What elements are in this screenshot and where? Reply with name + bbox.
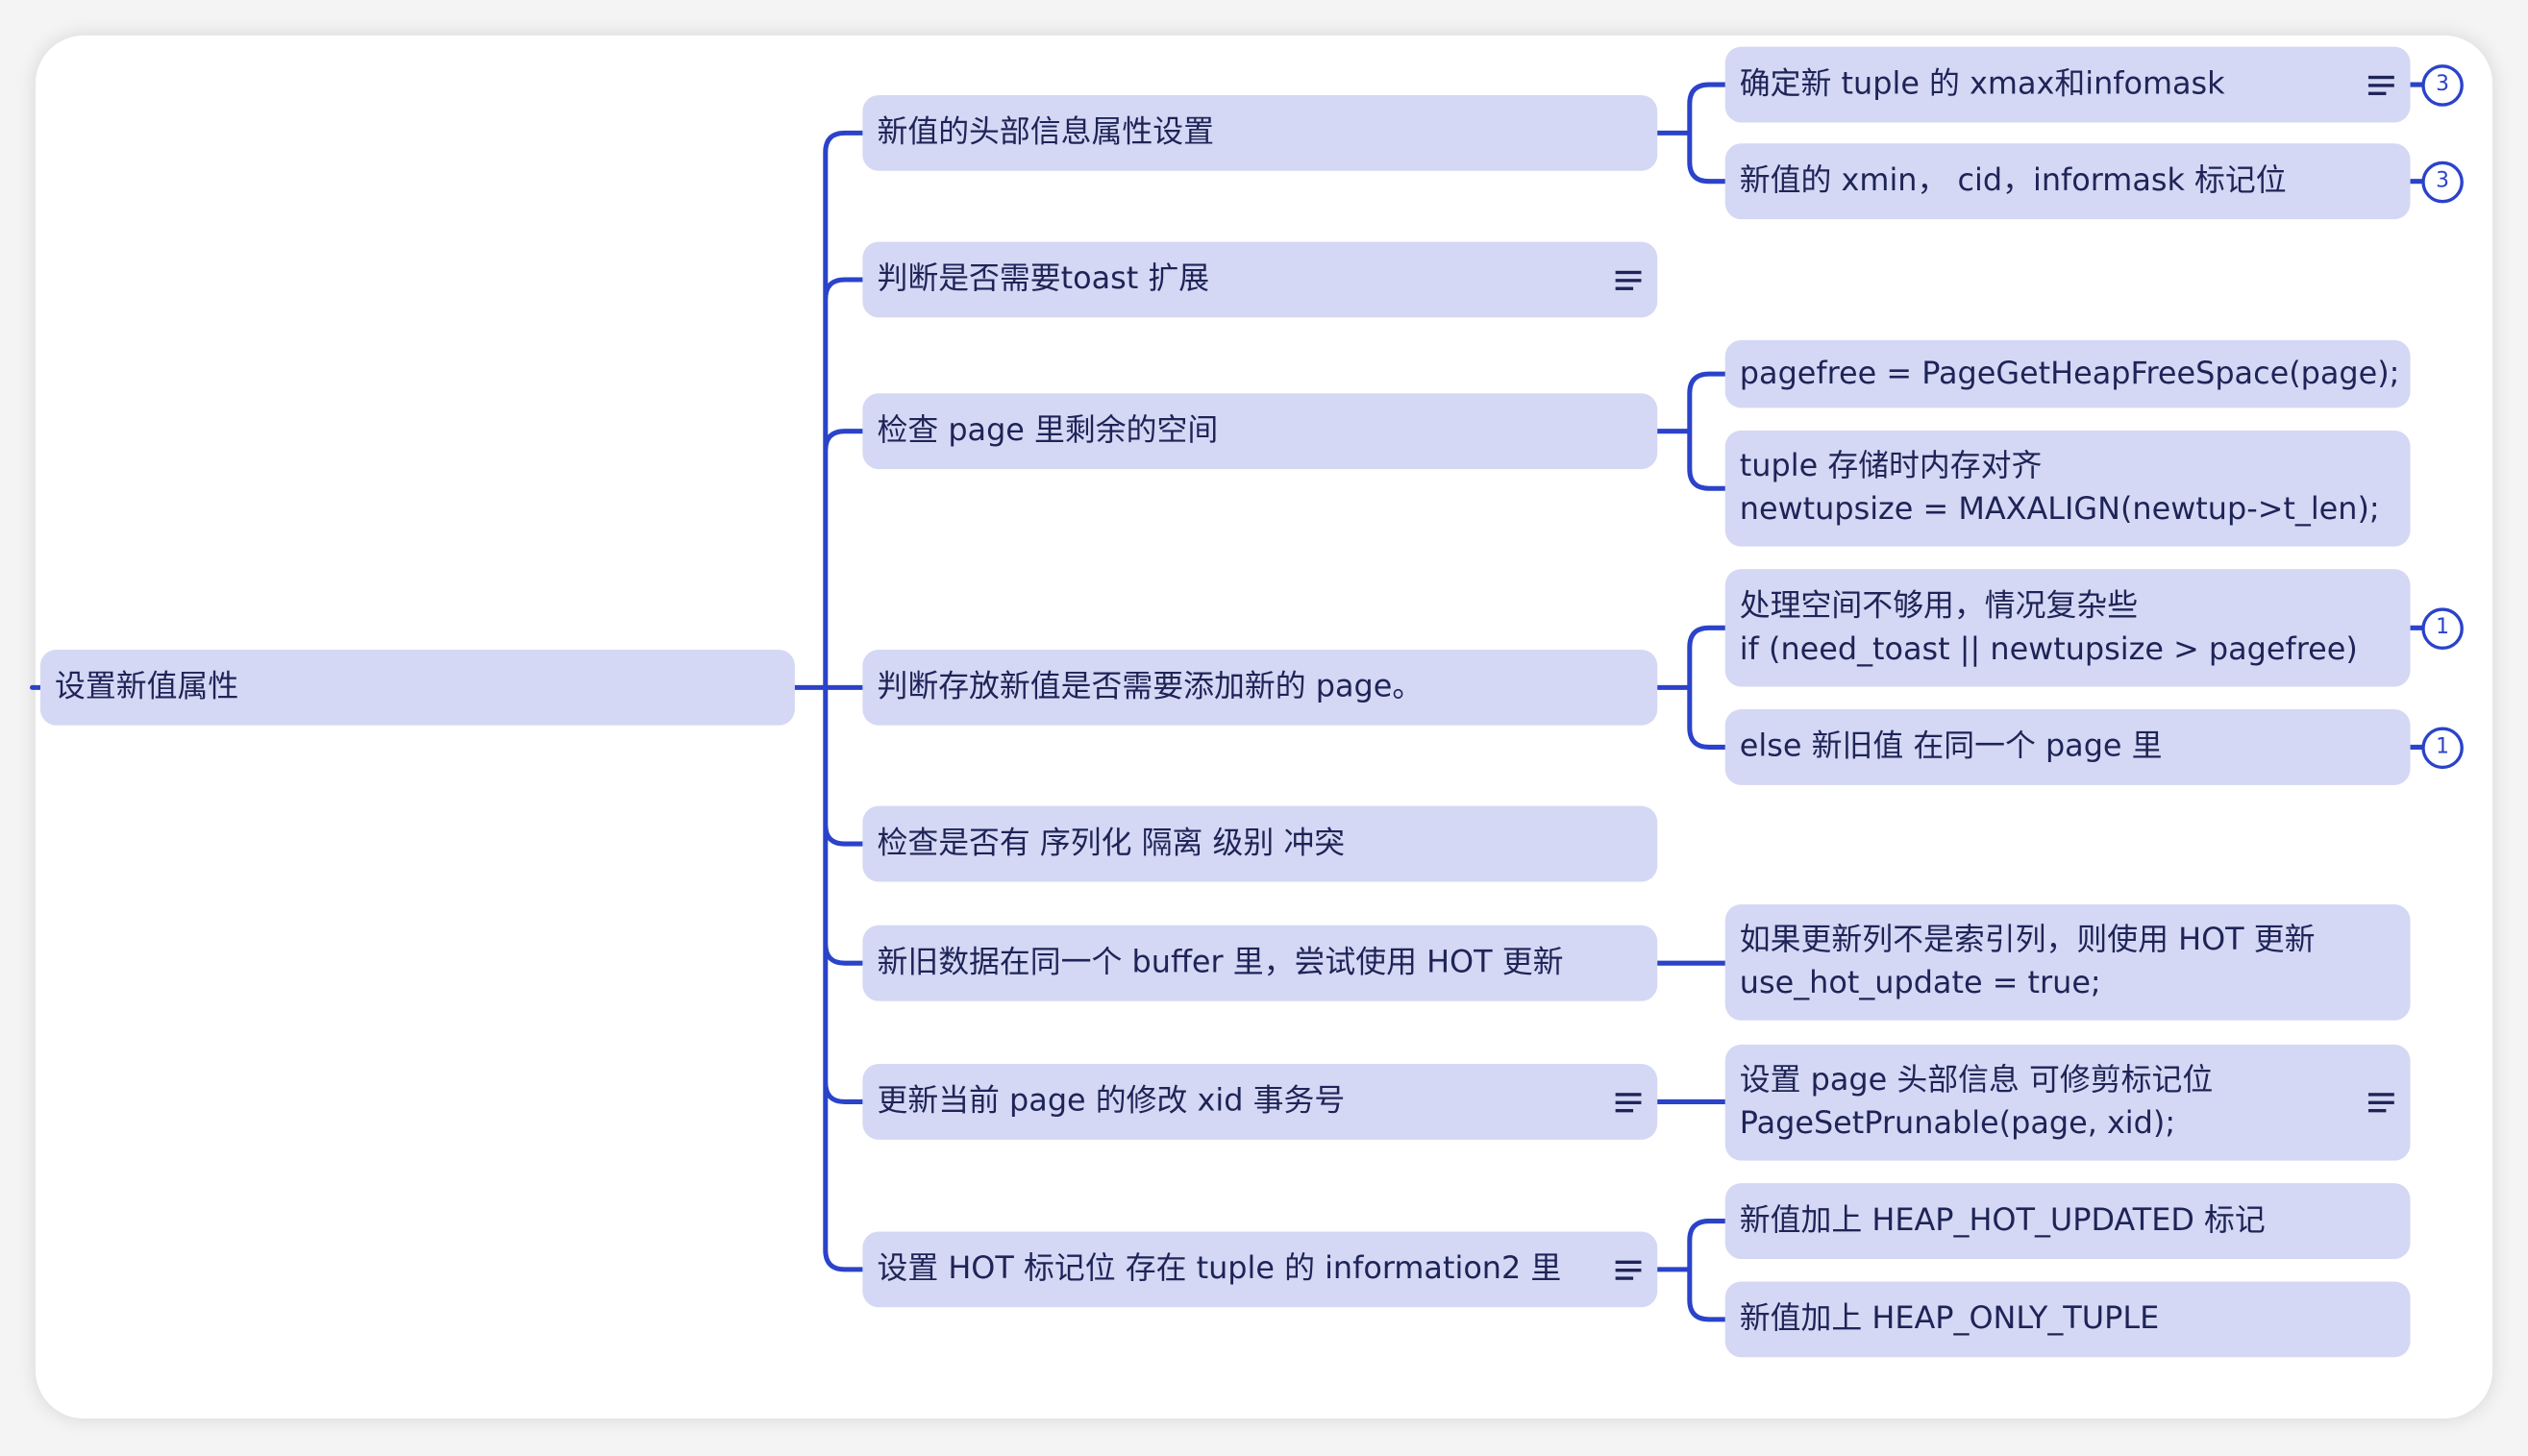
topic-node-label: 判断是否需要toast 扩展 xyxy=(877,260,1210,297)
subtopic-node-label: 处理空间不够用，情况复杂些 if (need_toast || newtupsi… xyxy=(1739,587,2358,667)
subtopic-node[interactable]: 新值加上 HEAP_ONLY_TUPLE xyxy=(1724,1281,2411,1358)
subtopic-node-label: 新值的 xmin， cid，informask 标记位 xyxy=(1739,162,2287,199)
topic-node-label: 检查 page 里剩余的空间 xyxy=(877,412,1219,449)
subtopic-node-label: 新值加上 HEAP_HOT_UPDATED 标记 xyxy=(1739,1202,2266,1239)
root-label: 设置新值属性 xyxy=(55,669,239,704)
topic-node[interactable]: 检查 page 里剩余的空间 xyxy=(862,393,1658,470)
subtopic-node-label: 如果更新列不是索引列，则使用 HOT 更新 use_hot_update = t… xyxy=(1739,922,2316,1001)
note-icon[interactable] xyxy=(1615,269,1642,290)
note-icon[interactable] xyxy=(1615,1259,1642,1279)
topic-node[interactable]: 判断存放新值是否需要添加新的 page。 xyxy=(862,649,1658,726)
subtopic-node[interactable]: 如果更新列不是索引列，则使用 HOT 更新 use_hot_update = t… xyxy=(1724,903,2411,1021)
topic-node-label: 检查是否有 序列化 隔离 级别 冲突 xyxy=(877,825,1346,861)
topic-node[interactable]: 设置 HOT 标记位 存在 tuple 的 information2 里 xyxy=(862,1231,1658,1308)
topic-node-label: 判断存放新值是否需要添加新的 page。 xyxy=(877,669,1424,704)
subtopic-node[interactable]: 新值加上 HEAP_HOT_UPDATED 标记 xyxy=(1724,1183,2411,1259)
subtopic-node[interactable]: tuple 存储时内存对齐 newtupsize = MAXALIGN(newt… xyxy=(1724,430,2411,547)
topic-node-label: 更新当前 page 的修改 xid 事务号 xyxy=(877,1083,1346,1120)
note-icon[interactable] xyxy=(2367,74,2394,95)
collapsed-count-badge[interactable]: 3 xyxy=(2421,63,2464,106)
subtopic-node[interactable]: else 新旧值 在同一个 page 里 xyxy=(1724,709,2411,785)
topic-node-label: 设置 HOT 标记位 存在 tuple 的 information2 里 xyxy=(877,1250,1562,1287)
collapsed-count-badge[interactable]: 1 xyxy=(2421,726,2464,769)
subtopic-node-label: else 新旧值 在同一个 page 里 xyxy=(1739,728,2163,765)
subtopic-node-label: 确定新 tuple 的 xmax和infomask xyxy=(1739,65,2225,102)
subtopic-node[interactable]: 确定新 tuple 的 xmax和infomask xyxy=(1724,46,2411,123)
note-icon[interactable] xyxy=(1615,1092,1642,1112)
subtopic-node[interactable]: 处理空间不够用，情况复杂些 if (need_toast || newtupsi… xyxy=(1724,569,2411,687)
subtopic-node-label: pagefree = PageGetHeapFreeSpace(page); xyxy=(1739,355,2400,391)
collapsed-count-badge[interactable]: 1 xyxy=(2421,606,2464,650)
subtopic-node-label: 设置 page 头部信息 可修剪标记位 PageSetPrunable(page… xyxy=(1739,1062,2214,1142)
subtopic-node[interactable]: 设置 page 头部信息 可修剪标记位 PageSetPrunable(page… xyxy=(1724,1044,2411,1161)
topic-node-label: 新旧数据在同一个 buffer 里，尝试使用 HOT 更新 xyxy=(877,944,1564,980)
collapsed-count-badge[interactable]: 3 xyxy=(2421,160,2464,203)
topic-node[interactable]: 新旧数据在同一个 buffer 里，尝试使用 HOT 更新 xyxy=(862,925,1658,1001)
subtopic-node[interactable]: 新值的 xmin， cid，informask 标记位 xyxy=(1724,143,2411,220)
topic-node[interactable]: 新值的头部信息属性设置 xyxy=(862,94,1658,171)
topic-node-label: 新值的头部信息属性设置 xyxy=(877,114,1215,150)
subtopic-node-label: tuple 存储时内存对齐 newtupsize = MAXALIGN(newt… xyxy=(1739,448,2380,528)
subtopic-node[interactable]: pagefree = PageGetHeapFreeSpace(page); xyxy=(1724,339,2411,408)
root-node[interactable]: 设置新值属性 xyxy=(39,649,795,726)
topic-node[interactable]: 检查是否有 序列化 隔离 级别 冲突 xyxy=(862,805,1658,882)
subtopic-node-label: 新值加上 HEAP_ONLY_TUPLE xyxy=(1739,1300,2160,1337)
topic-node[interactable]: 更新当前 page 的修改 xid 事务号 xyxy=(862,1064,1658,1140)
note-icon[interactable] xyxy=(2367,1093,2394,1113)
topic-node[interactable]: 判断是否需要toast 扩展 xyxy=(862,241,1658,318)
